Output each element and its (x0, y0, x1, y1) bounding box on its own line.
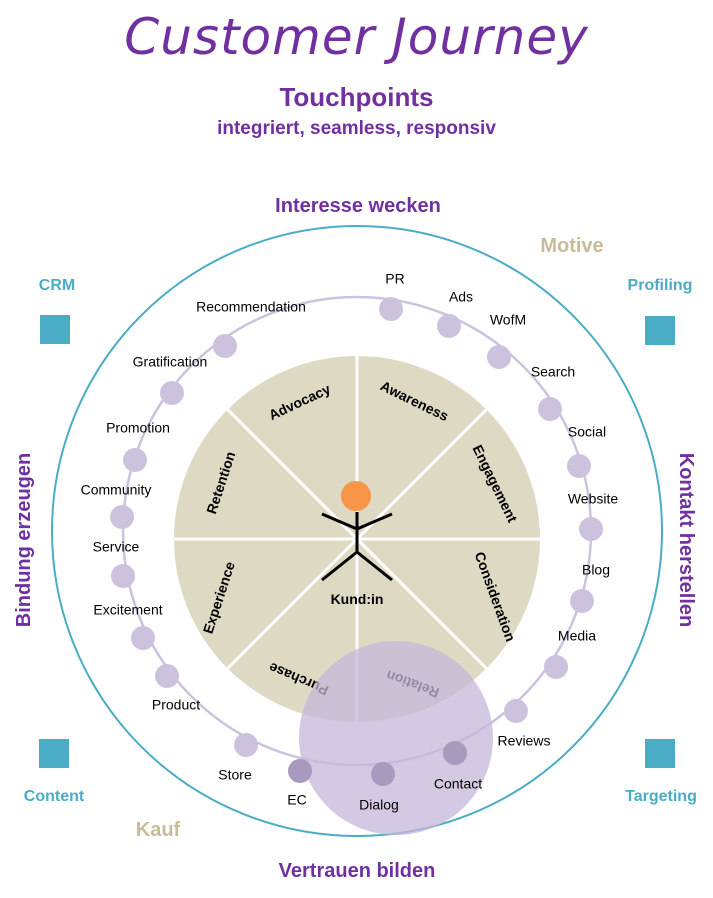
touchpoint-dot-promotion (123, 448, 147, 472)
touchpoint-label-promotion: Promotion (106, 420, 170, 436)
touchpoint-dot-community (110, 505, 134, 529)
touchpoint-dot-pr (379, 297, 403, 321)
touchpoint-dot-media (544, 655, 568, 679)
touchpoint-dot-service (111, 564, 135, 588)
touchpoint-dot-wofm (487, 345, 511, 369)
touchpoint-label-community: Community (81, 482, 152, 498)
touchpoint-dot-ec (288, 759, 312, 783)
side-label-left: Bindung erzeugen (13, 453, 35, 627)
touchpoint-dot-blog (570, 589, 594, 613)
touchpoint-dot-contact (443, 741, 467, 765)
profiling-square-icon (645, 316, 675, 345)
touchpoint-label-ec: EC (287, 792, 306, 808)
touchpoint-label-website: Website (568, 491, 619, 507)
touchpoint-label-social: Social (568, 424, 606, 440)
touchpoint-dot-recommendation (213, 334, 237, 358)
subtitle: Touchpoints (279, 82, 434, 112)
relation-overlay (299, 641, 493, 835)
touchpoint-label-excitement: Excitement (93, 602, 162, 618)
side-label-right: Kontakt herstellen (675, 453, 697, 627)
tagline: integriert, seamless, responsiv (217, 118, 496, 139)
kauf-label: Kauf (136, 819, 181, 841)
touchpoint-dot-reviews (504, 699, 528, 723)
touchpoint-dot-product (155, 664, 179, 688)
customer-figure (321, 481, 393, 582)
motive-label: Motive (540, 235, 603, 257)
touchpoint-label-service: Service (93, 539, 140, 555)
customer-label: Kund:in (331, 591, 384, 607)
touchpoint-dot-website (579, 517, 603, 541)
touchpoint-label-store: Store (218, 767, 252, 783)
touchpoint-dot-store (234, 733, 258, 757)
touchpoint-label-search: Search (531, 364, 575, 380)
corner-label-profiling: Profiling (628, 277, 693, 294)
outer-ring (51, 225, 663, 837)
customer-head (341, 481, 371, 511)
touchpoint-label-recommendation: Recommendation (196, 299, 306, 315)
targeting-square-icon (645, 739, 675, 768)
touchpoint-label-contact: Contact (434, 776, 482, 792)
side-label-bottom: Vertrauen bilden (279, 860, 436, 882)
corner-label-content: Content (24, 788, 85, 805)
touchpoint-dot-excitement (131, 626, 155, 650)
corner-label-targeting: Targeting (625, 788, 697, 805)
touchpoint-label-product: Product (152, 697, 200, 713)
touchpoint-dot-gratification (160, 381, 184, 405)
touchpoint-dot-search (538, 397, 562, 421)
touchpoint-label-dialog: Dialog (359, 797, 399, 813)
touchpoint-label-gratification: Gratification (133, 354, 208, 370)
touchpoint-dot-dialog (371, 762, 395, 786)
touchpoint-label-wofm: WofM (490, 312, 526, 328)
touchpoint-label-media: Media (558, 628, 596, 644)
touchpoint-label-pr: PR (385, 271, 404, 287)
touchpoint-label-reviews: Reviews (498, 733, 551, 749)
touchpoint-dot-social (567, 454, 591, 478)
crm-square-icon (40, 315, 70, 344)
corner-label-crm: CRM (39, 277, 75, 294)
page-title: Customer Journey (124, 8, 589, 66)
touchpoint-label-blog: Blog (582, 562, 610, 578)
content-square-icon (39, 739, 69, 768)
side-label-top: Interesse wecken (275, 195, 441, 217)
touchpoint-label-ads: Ads (449, 289, 473, 305)
touchpoint-dot-ads (437, 314, 461, 338)
